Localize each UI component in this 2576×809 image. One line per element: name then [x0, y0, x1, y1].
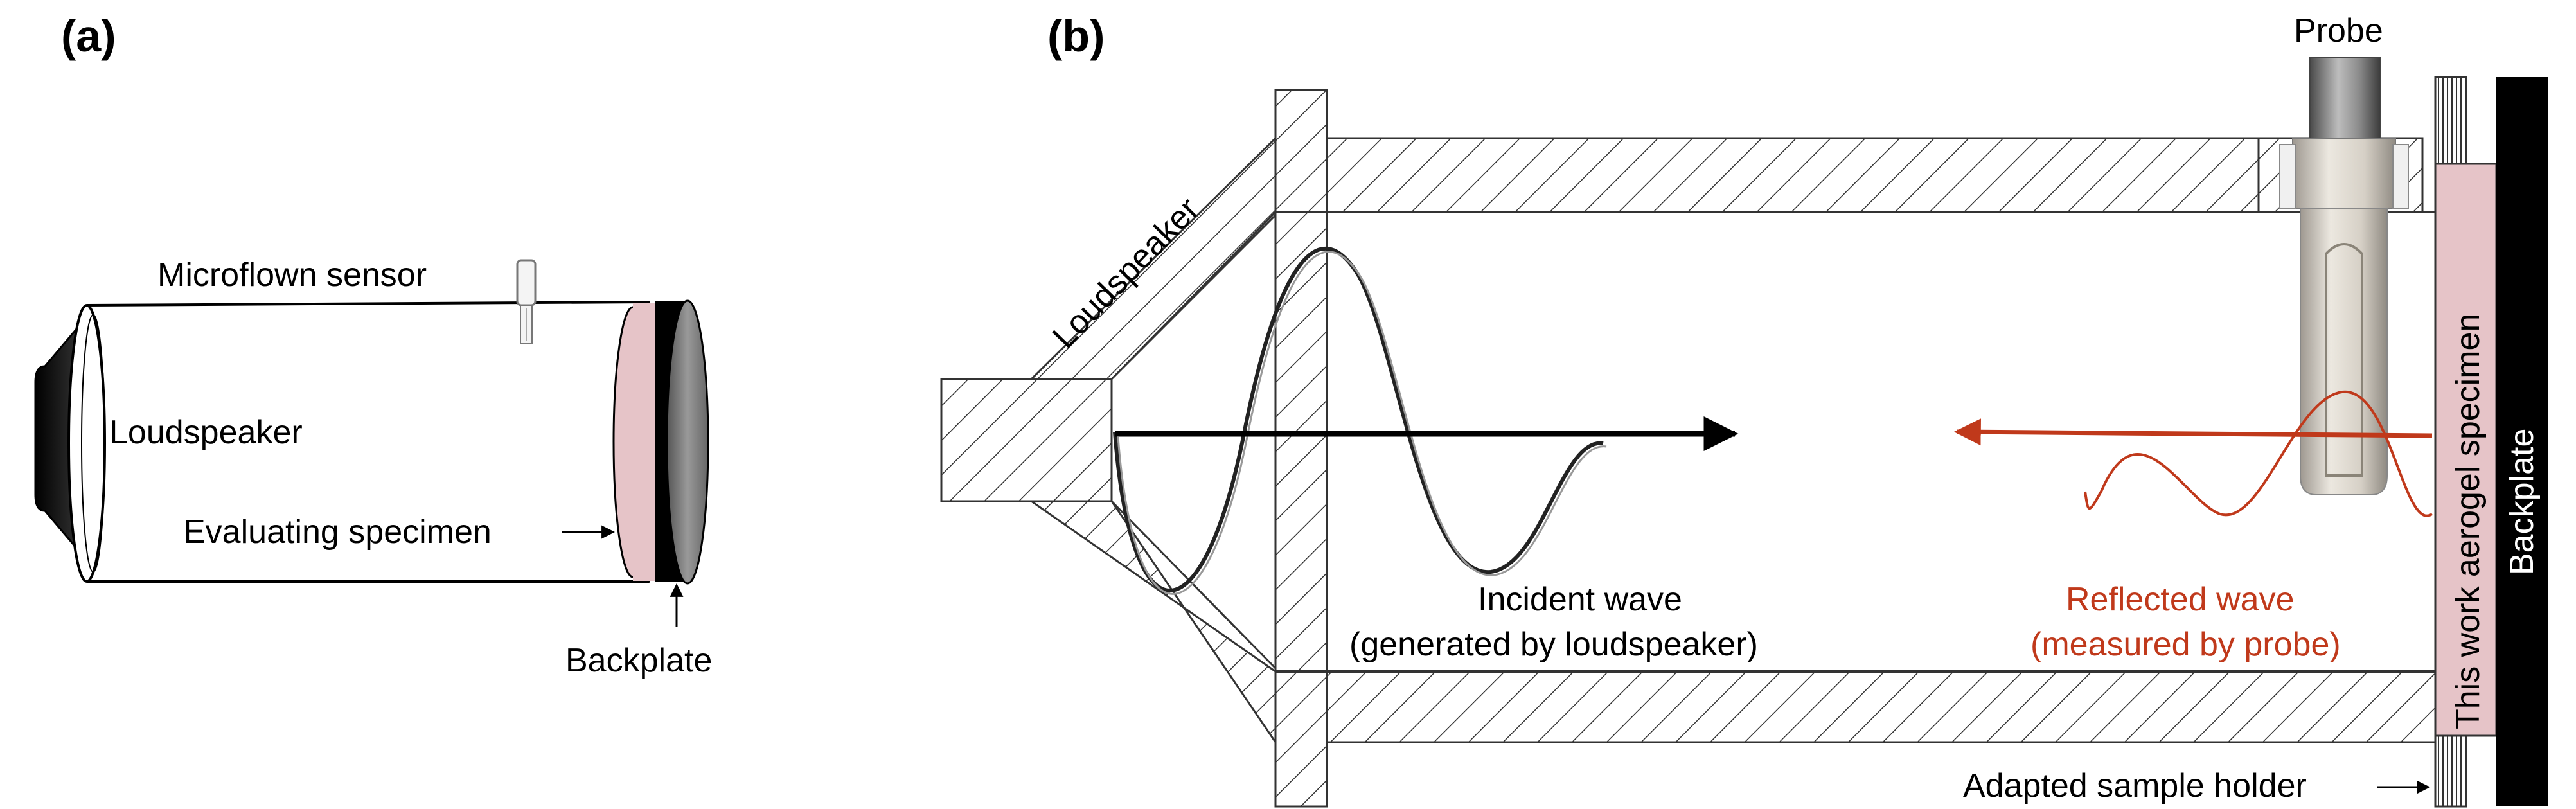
incident-wave-shadow: [1117, 251, 1607, 595]
microflown-sensor-label: Microflown sensor: [157, 256, 427, 294]
probe-label: Probe: [2294, 12, 2383, 49]
tube-body-a: [86, 301, 650, 583]
speaker-rear-block: [940, 378, 1113, 502]
panel-b-label: (b): [1047, 11, 1105, 61]
loudspeaker-inner-ring-a: [81, 314, 105, 573]
probe-b: [2279, 57, 2409, 495]
upper-tube-wall: [1326, 137, 2260, 213]
evaluating-specimen-label: Evaluating specimen: [183, 513, 492, 551]
loudspeaker-ring-a: [67, 304, 106, 583]
reflected-wave-sublabel: (measured by probe): [2030, 626, 2341, 663]
incident-wave-sublabel: (generated by loudspeaker): [1349, 626, 1758, 663]
panel-b: (b) Incident wave (generated by loudspea…: [940, 11, 2548, 808]
backplate-label-b: Backplate: [2503, 429, 2541, 575]
reflected-arrow: [1953, 418, 2433, 446]
specimen-label: This work aerogel specimen: [2449, 314, 2487, 729]
backplate-label-a: Backplate: [565, 642, 712, 679]
backplate-b: [2496, 77, 2548, 806]
lower-tube-wall: [1326, 670, 2437, 743]
panel-a-label: (a): [61, 11, 116, 61]
sample-holder-label: Adapted sample holder: [1963, 767, 2307, 805]
incident-wave-label: Incident wave: [1478, 581, 1682, 618]
microflown-sensor-a: [516, 259, 537, 344]
sample-holder-stripes: [2438, 77, 2462, 806]
panel-a: (a) Microflown sensor Loudspeaker Evalua…: [34, 11, 712, 679]
aerogel-specimen: [2434, 163, 2498, 737]
loudspeaker-label-a: Loudspeaker: [109, 414, 303, 451]
specimen-body-a: [633, 303, 659, 581]
backplate-face-a: [666, 299, 709, 585]
flange-b: [1274, 89, 1328, 808]
reflected-wave-label: Reflected wave: [2066, 581, 2295, 618]
